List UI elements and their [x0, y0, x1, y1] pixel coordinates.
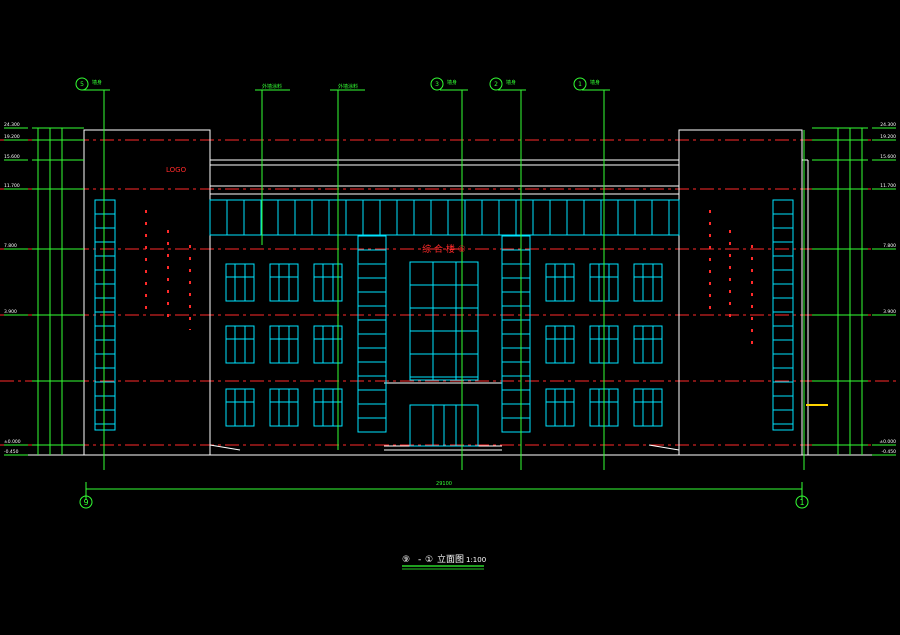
notes: LOGO 综 合 楼 ① [145, 166, 753, 350]
window [313, 325, 343, 364]
window [269, 263, 299, 302]
title-text: 立面图 [437, 553, 464, 565]
callout-1-label: 墙身 [92, 79, 102, 86]
level-label: 24.300 [4, 122, 20, 128]
callout-4-label: 墙身 [447, 79, 457, 86]
window [313, 263, 343, 302]
glazing-layer [94, 199, 794, 447]
axis-left-label: 9 [83, 498, 88, 507]
window [225, 263, 255, 302]
level-label: -0.450 [881, 449, 896, 455]
window [633, 325, 663, 364]
title-axis-to: ① [425, 555, 433, 565]
level-label: 19.200 [4, 134, 20, 140]
drawing-title: ⑨ - ① 立面图 1:100 [402, 553, 486, 570]
window [545, 263, 575, 302]
callout-6-label: 墙身 [590, 79, 600, 86]
title-axis-from: ⑨ [402, 555, 410, 565]
axis-right-label: 1 [799, 498, 804, 507]
window [313, 388, 343, 427]
callout-6-num: 1 [578, 81, 582, 88]
window [225, 325, 255, 364]
callout-3: 外墙涂料 [338, 83, 358, 90]
callouts: 5 墙身 外墙涂料 外墙涂料 3 墙身 2 墙身 1 墙身 [75, 77, 600, 91]
levels-right: 24.300 19.200 15.600 11.700 7.800 3.900 ±0.000… [872, 122, 896, 456]
window [269, 325, 299, 364]
window [545, 388, 575, 427]
logo-sign: LOGO [166, 166, 187, 174]
level-label: 7.800 [4, 243, 17, 249]
callout-5-label: 墙身 [506, 79, 516, 86]
axis-lines [85, 90, 805, 500]
callout-leaders [82, 89, 610, 470]
title-scale: 1:100 [466, 556, 486, 564]
callout-4: 3 墙身 [430, 77, 457, 91]
level-label: 3.900 [883, 309, 896, 315]
callout-2: 外墙涂料 [262, 83, 282, 90]
left-dimensions [32, 127, 84, 455]
callout-1-num: 5 [80, 81, 84, 88]
axis-bubble-right: 1 [795, 495, 809, 509]
callout-3-label: 外墙涂料 [338, 83, 358, 90]
window [225, 388, 255, 427]
datum-lines [0, 139, 900, 446]
level-label: 7.800 [883, 243, 896, 249]
right-pier-glazing [772, 199, 794, 431]
window [633, 263, 663, 302]
level-label: 19.200 [880, 134, 896, 140]
top-band-glazing [209, 199, 680, 236]
callout-5: 2 墙身 [489, 77, 516, 91]
level-label: 24.300 [880, 122, 896, 128]
left-pier-glazing [94, 199, 116, 431]
level-label: 15.600 [880, 154, 896, 160]
level-label: 11.700 [880, 183, 896, 189]
axis-bubble-left: 9 [79, 495, 93, 509]
window [633, 388, 663, 427]
levels-left: 24.300 19.200 15.600 11.700 7.800 3.900 ±0.000… [4, 122, 28, 456]
level-label: ±0.000 [4, 439, 21, 445]
building-outline [20, 129, 880, 456]
window [545, 325, 575, 364]
level-label: -0.450 [4, 449, 19, 455]
title-dash: - [418, 555, 421, 565]
level-label: ±0.000 [879, 439, 896, 445]
entrance-sign: 综 合 楼 ① [422, 243, 466, 255]
vertical-red-notes [145, 210, 753, 350]
callout-5-num: 2 [494, 81, 498, 88]
entrance-glazing [409, 261, 479, 381]
right-dimensions [812, 127, 868, 455]
callout-6: 1 墙身 [573, 77, 600, 91]
callout-2-label: 外墙涂料 [262, 83, 282, 90]
callout-1: 5 墙身 [75, 77, 102, 91]
callout-4-num: 3 [435, 81, 439, 88]
overall-dimension: 29100 [436, 481, 452, 487]
level-label: 15.600 [4, 154, 20, 160]
window [269, 388, 299, 427]
level-label: 3.900 [4, 309, 17, 315]
level-label: 11.700 [4, 183, 20, 189]
